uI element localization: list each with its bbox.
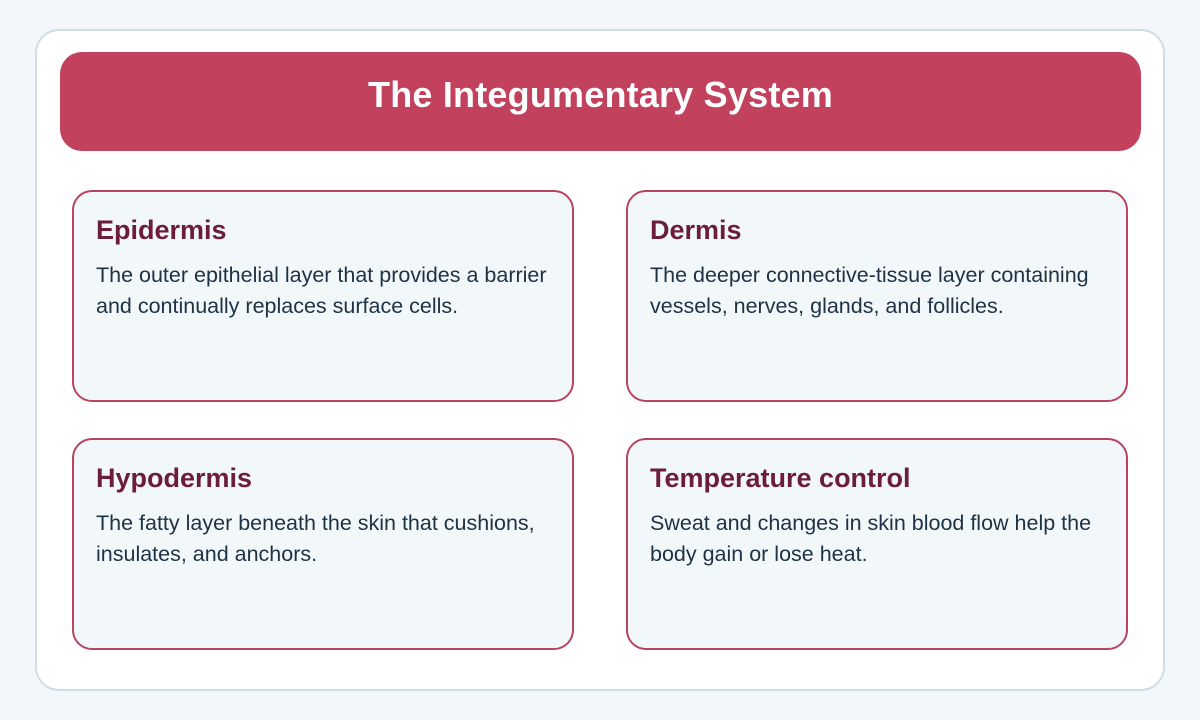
- page-title: The Integumentary System: [368, 73, 833, 115]
- card-description: Sweat and changes in skin blood flow hel…: [650, 511, 1092, 566]
- card-heading: Dermis: [650, 215, 742, 245]
- card-heading: Temperature control: [650, 463, 911, 493]
- card-dermis: Dermis The deeper connective-tissue laye…: [626, 190, 1128, 402]
- card-description: The deeper connective-tissue layer conta…: [650, 263, 1089, 318]
- card-hypodermis: Hypodermis The fatty layer beneath the s…: [72, 438, 574, 650]
- title-banner: The Integumentary System: [60, 52, 1141, 151]
- card-description: The fatty layer beneath the skin that cu…: [96, 511, 535, 566]
- card-heading: Hypodermis: [96, 463, 253, 493]
- card-description: The outer epithelial layer that provides…: [96, 263, 547, 318]
- card-temperature-control: Temperature control Sweat and changes in…: [626, 438, 1128, 650]
- card-epidermis: Epidermis The outer epithelial layer tha…: [72, 190, 574, 402]
- card-heading: Epidermis: [96, 215, 227, 245]
